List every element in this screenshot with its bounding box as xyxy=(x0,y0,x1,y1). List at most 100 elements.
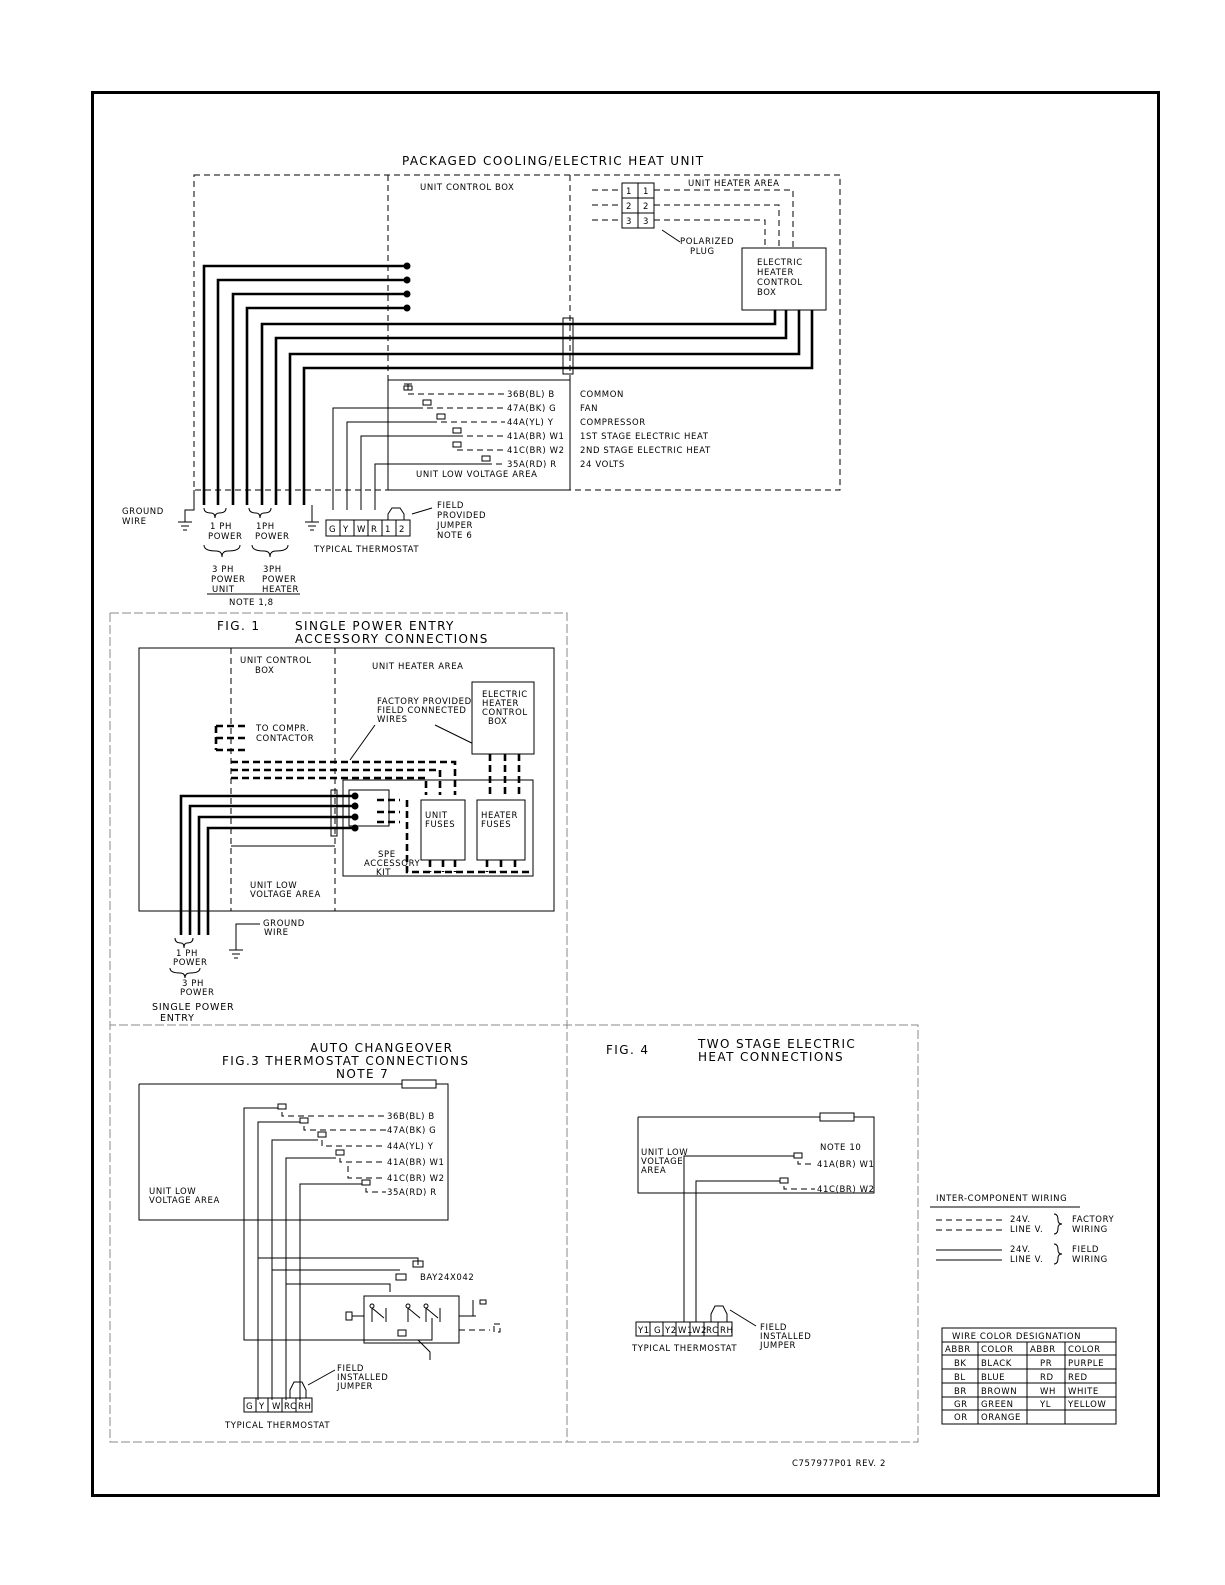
svg-text:BROWN: BROWN xyxy=(981,1387,1017,1397)
ground-wire-label: GROUND xyxy=(122,507,164,517)
svg-text:UNIT: UNIT xyxy=(212,585,235,595)
svg-text:JUMPER: JUMPER xyxy=(336,1382,373,1392)
svg-text:GREEN: GREEN xyxy=(981,1400,1014,1410)
ground-symbol xyxy=(178,521,192,531)
page-frame xyxy=(91,91,1160,1497)
svg-text:BLUE: BLUE xyxy=(981,1373,1005,1383)
svg-text:AREA: AREA xyxy=(641,1166,666,1176)
fig4-thermostat: Y1 G Y2 W1 W2 RC RH xyxy=(635,1305,733,1337)
fig1-label: FIG. 1 xyxy=(217,619,260,633)
svg-text:GROUND: GROUND xyxy=(263,919,305,929)
svg-text:WIRE COLOR DESIGNATION: WIRE COLOR DESIGNATION xyxy=(952,1332,1081,1342)
svg-text:UNIT LOW: UNIT LOW xyxy=(250,881,297,891)
svg-text:PURPLE: PURPLE xyxy=(1068,1359,1104,1369)
svg-text:INSTALLED: INSTALLED xyxy=(337,1373,388,1383)
svg-text:R: R xyxy=(371,525,378,535)
svg-text:BOX: BOX xyxy=(757,288,776,298)
svg-text:FACTORY PROVIDED: FACTORY PROVIDED xyxy=(377,697,472,707)
svg-text:41A(BR) W1: 41A(BR) W1 xyxy=(387,1158,445,1168)
single-power-entry-label: SINGLE POWER xyxy=(152,1002,234,1013)
svg-text:RH: RH xyxy=(298,1402,312,1412)
svg-text:POWER: POWER xyxy=(180,988,215,998)
svg-text:G: G xyxy=(246,1402,253,1412)
svg-text:G: G xyxy=(654,1326,661,1336)
svg-text:LINE V.: LINE V. xyxy=(1010,1255,1043,1265)
polarized-plug-label: POLARIZED xyxy=(680,237,734,247)
svg-text:2: 2 xyxy=(626,202,632,212)
svg-text:INSTALLED: INSTALLED xyxy=(760,1332,811,1342)
svg-text:G: G xyxy=(329,525,336,535)
svg-text:36B(BL) B: 36B(BL) B xyxy=(387,1112,435,1122)
svg-text:WIRING: WIRING xyxy=(1072,1255,1108,1265)
svg-text:Y: Y xyxy=(258,1402,265,1412)
svg-text:2: 2 xyxy=(399,525,405,535)
svg-text:1: 1 xyxy=(626,187,632,197)
svg-text:UNIT LOW: UNIT LOW xyxy=(149,1187,196,1197)
svg-text:41A(BR) W1: 41A(BR) W1 xyxy=(507,432,565,442)
svg-text:3 PH: 3 PH xyxy=(182,979,204,989)
svg-text:ENTRY: ENTRY xyxy=(160,1013,195,1024)
svg-text:1: 1 xyxy=(643,187,649,197)
svg-text:36B(BL) B: 36B(BL) B xyxy=(507,390,555,400)
svg-text:OR: OR xyxy=(954,1413,968,1423)
svg-text:ACCESSORY CONNECTIONS: ACCESSORY CONNECTIONS xyxy=(295,632,489,646)
svg-text:WIRE: WIRE xyxy=(264,928,289,938)
svg-text:FUSES: FUSES xyxy=(425,820,455,830)
fig3-thermostat-label: TYPICAL THERMOSTAT xyxy=(224,1421,330,1431)
svg-text:FIELD: FIELD xyxy=(437,501,464,511)
svg-text:UNIT HEATER AREA: UNIT HEATER AREA xyxy=(372,662,464,672)
svg-text:TO COMPR.: TO COMPR. xyxy=(255,724,309,734)
svg-text:PR: PR xyxy=(1040,1359,1052,1369)
svg-text:24 VOLTS: 24 VOLTS xyxy=(580,460,625,470)
svg-text:COLOR: COLOR xyxy=(981,1345,1014,1355)
svg-text:WIRE: WIRE xyxy=(122,517,147,527)
svg-text:LINE V.: LINE V. xyxy=(1010,1225,1043,1235)
svg-text:2ND STAGE ELECTRIC HEAT: 2ND STAGE ELECTRIC HEAT xyxy=(580,446,711,456)
svg-text:41C(BR) W2: 41C(BR) W2 xyxy=(507,446,565,456)
unit-heater-area-label: UNIT HEATER AREA xyxy=(688,179,780,189)
bay-label: BAY24X042 xyxy=(420,1273,474,1283)
svg-text:35A(RD) R: 35A(RD) R xyxy=(507,460,557,470)
svg-text:CONTROL: CONTROL xyxy=(757,278,803,288)
svg-text:YELLOW: YELLOW xyxy=(1067,1400,1106,1410)
svg-text:3: 3 xyxy=(643,217,649,227)
fig1-outline xyxy=(138,647,555,912)
svg-text:2: 2 xyxy=(643,202,649,212)
svg-text:BR: BR xyxy=(954,1387,967,1397)
svg-text:W2: W2 xyxy=(692,1326,707,1336)
heater-fuses xyxy=(476,799,526,861)
fig1-heater-control-box xyxy=(471,681,535,755)
svg-text:3: 3 xyxy=(626,217,632,227)
svg-text:COLOR: COLOR xyxy=(1068,1345,1101,1355)
wire-list: 36B(BL) B COMMON 47A(BK) G FAN 44A(YL) Y… xyxy=(507,390,711,470)
svg-text:ELECTRIC: ELECTRIC xyxy=(757,258,803,268)
fig3-thermostat: G Y W RC RH xyxy=(243,1381,313,1413)
svg-text:WIRING: WIRING xyxy=(1072,1225,1108,1235)
svg-text:POWER: POWER xyxy=(208,532,243,542)
svg-text:UNIT CONTROL: UNIT CONTROL xyxy=(240,656,312,666)
svg-text:RC: RC xyxy=(284,1402,297,1412)
svg-text:ABBR: ABBR xyxy=(945,1345,971,1355)
svg-text:BL: BL xyxy=(954,1373,966,1383)
low-voltage-wiring xyxy=(332,383,505,510)
svg-text:41C(BR) W2: 41C(BR) W2 xyxy=(817,1185,875,1195)
svg-text:GR: GR xyxy=(954,1400,968,1410)
main-title: PACKAGED COOLING/ELECTRIC HEAT UNIT xyxy=(402,154,705,168)
wiring-legend: INTER-COMPONENT WIRING 24V. LINE V. FACT… xyxy=(930,1194,1115,1265)
svg-text:35A(RD) R: 35A(RD) R xyxy=(387,1188,437,1198)
svg-text:24V.: 24V. xyxy=(1010,1215,1031,1225)
svg-text:CONTACTOR: CONTACTOR xyxy=(256,734,314,744)
svg-text:FUSES: FUSES xyxy=(481,820,511,830)
fig4-wiring xyxy=(683,1155,794,1322)
electric-heater-control-box xyxy=(741,247,827,311)
svg-text:Y2: Y2 xyxy=(664,1326,677,1336)
svg-text:RD: RD xyxy=(1040,1373,1054,1383)
svg-text:VOLTAGE: VOLTAGE xyxy=(641,1157,683,1167)
svg-text:POWER: POWER xyxy=(211,575,246,585)
svg-text:WIRES: WIRES xyxy=(377,715,408,725)
svg-text:1ST STAGE ELECTRIC HEAT: 1ST STAGE ELECTRIC HEAT xyxy=(580,432,709,442)
svg-text:FACTORY: FACTORY xyxy=(1072,1215,1115,1225)
svg-text:SPE: SPE xyxy=(378,850,396,860)
svg-text:NOTE 6: NOTE 6 xyxy=(437,531,472,541)
